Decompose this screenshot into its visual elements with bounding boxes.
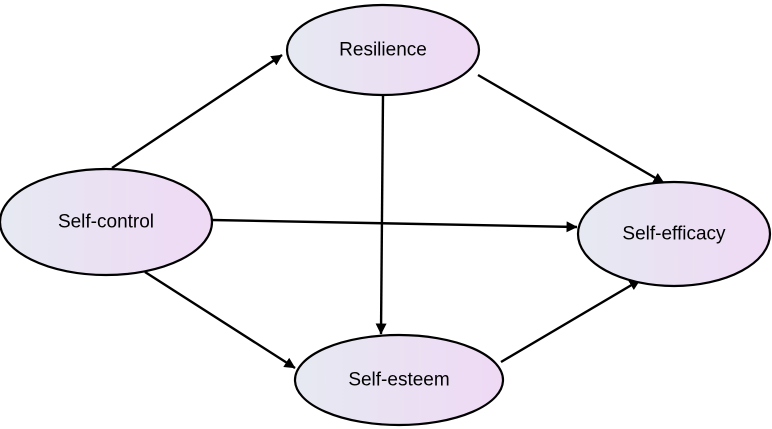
- node-self-control-ellipse: [0, 167, 214, 277]
- node-self-esteem-ellipse: [293, 333, 505, 427]
- node-resilience-label: Resilience: [339, 40, 427, 61]
- nodes-group: Resilience Self-control Self-efficacy Se…: [0, 3, 772, 427]
- node-self-efficacy-label: Self-efficacy: [622, 224, 726, 245]
- arrow-self-control-to-self-efficacy: [211, 218, 578, 233]
- node-self-control-label: Self-control: [58, 212, 154, 233]
- arrow-self-control-to-resilience: [111, 54, 283, 169]
- node-self-esteem-label: Self-esteem: [348, 370, 449, 391]
- arrow-self-control-to-self-esteem: [144, 270, 296, 370]
- node-self-efficacy-ellipse: [576, 180, 772, 288]
- node-self-control: Self-control: [0, 167, 214, 277]
- node-resilience: Resilience: [285, 3, 481, 97]
- node-self-efficacy: Self-efficacy: [576, 180, 772, 288]
- arrow-resilience-to-self-efficacy: [477, 73, 665, 185]
- edges-group: [111, 54, 665, 370]
- arrow-self-esteem-to-self-efficacy: [500, 278, 641, 364]
- node-self-esteem: Self-esteem: [293, 333, 505, 427]
- arrow-resilience-to-self-esteem: [375, 94, 387, 335]
- node-resilience-ellipse: [285, 3, 481, 97]
